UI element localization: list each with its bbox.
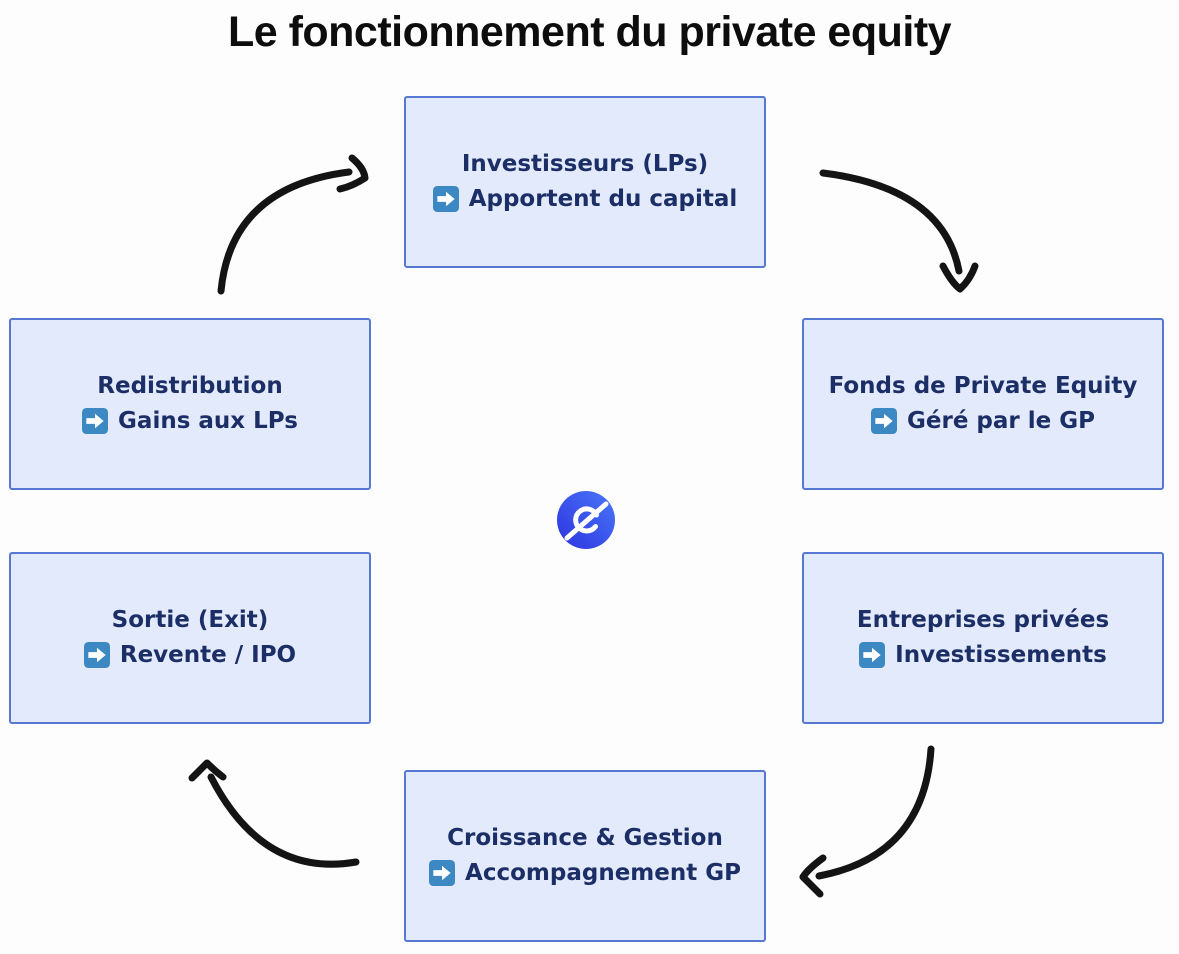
page-title: Le fonctionnement du private equity (227, 8, 952, 56)
e-logo-icon (557, 491, 615, 549)
box-subtitle: Accompagnement GP (465, 859, 741, 886)
box-title: Fonds de Private Equity (828, 372, 1138, 399)
blue-arrow-right-icon (859, 642, 886, 669)
flow-arrow-bottom-left (188, 759, 360, 868)
box-sortie: Sortie (Exit) Revente / IPO (9, 552, 371, 724)
box-subtitle: Revente / IPO (119, 641, 297, 668)
box-subtitle: Investissements (895, 641, 1107, 668)
blue-arrow-right-icon (429, 860, 456, 887)
box-fonds: Fonds de Private Equity Géré par le GP (802, 318, 1164, 490)
box-subtitle: Apportent du capital (468, 185, 738, 212)
box-subtitle: Gains aux LPs (118, 407, 298, 434)
flow-arrow-top-left (217, 154, 369, 295)
box-title: Sortie (Exit) (111, 606, 269, 633)
box-title: Croissance & Gestion (447, 824, 723, 851)
box-subtitle: Géré par le GP (907, 407, 1095, 434)
flow-arrow-top-right (819, 169, 979, 293)
box-entreprises: Entreprises privées Investissements (802, 552, 1164, 724)
blue-arrow-right-icon (83, 642, 110, 669)
box-redistribution: Redistribution Gains aux LPs (9, 318, 371, 490)
box-title: Redistribution (97, 372, 283, 399)
box-croissance: Croissance & Gestion Accompagnement GP (404, 770, 766, 942)
blue-arrow-right-icon (871, 408, 897, 435)
blue-arrow-right-icon (82, 408, 109, 435)
blue-arrow-right-icon (432, 186, 459, 213)
flow-arrow-bottom-right (799, 745, 935, 898)
box-title: Entreprises privées (856, 606, 1110, 633)
box-investisseurs: Investisseurs (LPs) Apportent du capital (404, 96, 766, 268)
box-title: Investisseurs (LPs) (461, 150, 709, 177)
